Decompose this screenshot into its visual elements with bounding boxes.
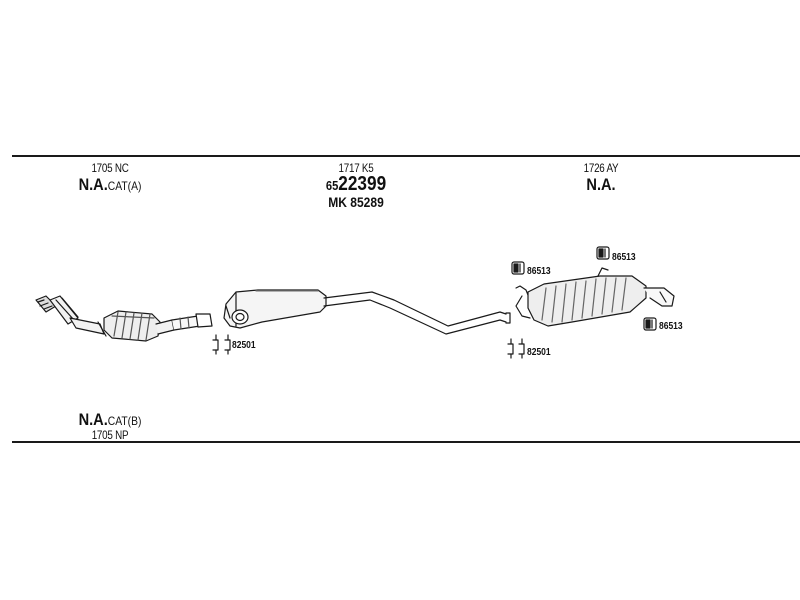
bottom-divider-line [12,441,800,443]
bottom-status-suffix: CAT(B) [107,414,142,428]
mount-top-left-part-number: 86513 [527,266,551,277]
section-2-article-number: 6522399 [326,174,386,194]
section-1-status: N.A.CAT(A) [79,176,142,193]
mount-bottom-right-part-number: 86513 [659,321,683,332]
clamp-right-part-number: 82501 [527,347,551,358]
section-3-status: N.A. [586,175,616,194]
section-1-status-suffix: CAT(A) [107,179,142,193]
clamp-right-icon [507,338,525,359]
bottom-status: N.A.CAT(B) [79,411,142,428]
mount-bottom-right-icon [643,317,657,331]
middle-silencer [223,289,327,329]
clamp-left-icon [212,334,231,355]
section-3-code: 1726 AY [583,161,619,175]
clamp-left-part-number: 82501 [232,340,256,351]
bottom-status-text: N.A. [78,410,108,429]
front-pipe-catalyst [35,295,213,342]
section-2-mk-number: MK 85289 [328,194,384,210]
mount-top-right-part-number: 86513 [612,252,636,263]
section-2-code: 1717 K5 [338,161,374,175]
bottom-code: 1705 NP [91,428,129,442]
section-1-status-text: N.A. [78,175,108,194]
mount-top-left-icon [511,261,525,275]
section-1-code: 1705 NC [91,161,129,175]
top-divider-line [12,155,800,157]
section-2-article-main: 22399 [338,173,387,195]
rear-silencer [515,267,675,327]
section-2-article-prefix: 65 [325,178,339,193]
connecting-pipe [323,291,511,335]
mount-top-right-icon [596,246,610,260]
